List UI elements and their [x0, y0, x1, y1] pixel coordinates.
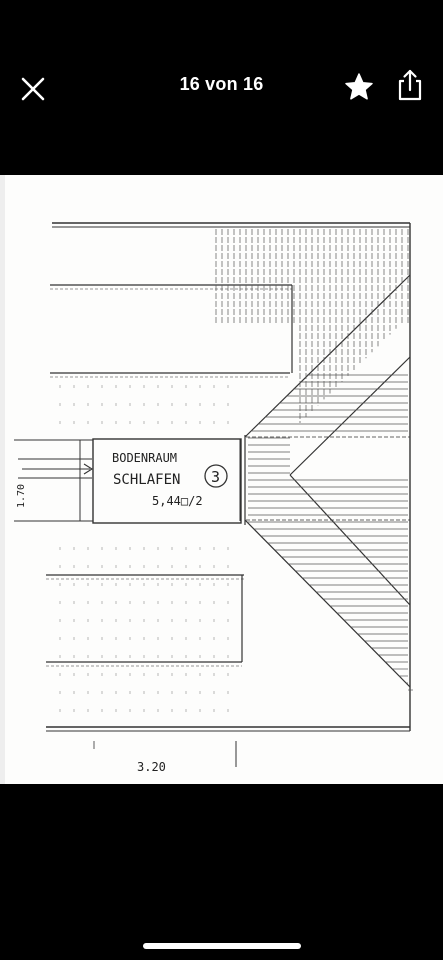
room-number-circle: [204, 464, 228, 488]
close-button[interactable]: [14, 70, 52, 108]
share-icon: [398, 69, 422, 101]
floorplan-photo[interactable]: BODENRAUM SCHLAFEN 3 5,44□/2 1.70 3.20: [0, 175, 443, 784]
share-button[interactable]: [393, 67, 427, 103]
room-type-label: BODENRAUM: [112, 451, 177, 465]
width-dimension-label: 3.20: [137, 760, 166, 774]
room-use-label: SCHLAFEN: [113, 472, 180, 488]
home-indicator[interactable]: [143, 943, 301, 949]
height-dimension-label: 1.70: [16, 484, 27, 508]
room-area-label: 5,44□/2: [152, 494, 203, 508]
page-title: 16 von 16: [179, 74, 264, 94]
room-number-label: 3: [211, 468, 220, 486]
favorite-button[interactable]: [342, 70, 376, 104]
floorplan-drawing: BODENRAUM SCHLAFEN 3 5,44□/2 1.70 3.20: [0, 175, 413, 784]
star-icon: [345, 73, 373, 100]
close-icon: [21, 77, 45, 101]
top-bar: 16 von 16: [0, 0, 443, 175]
